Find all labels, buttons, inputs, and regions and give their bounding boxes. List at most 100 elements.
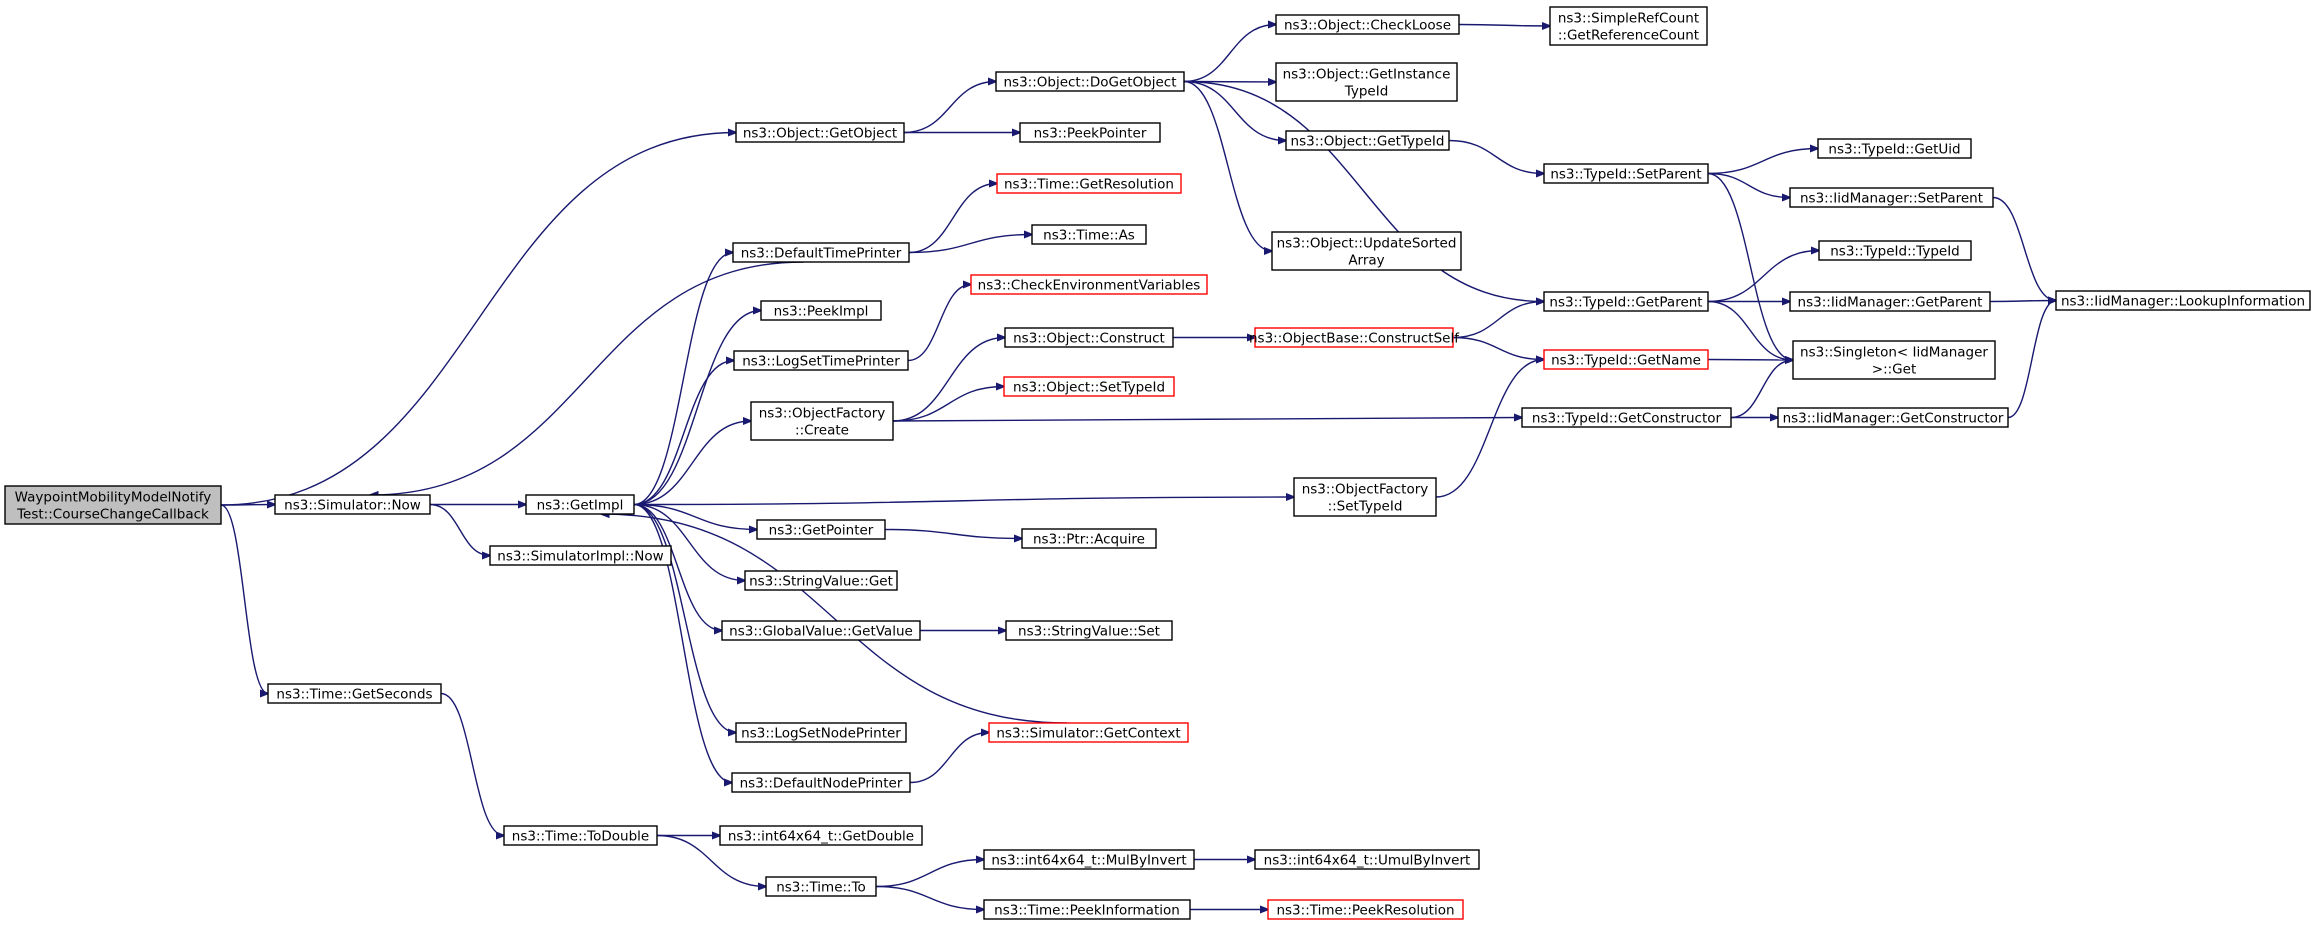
node-iid-getconstructor[interactable]: ns3::IidManager::GetConstructor — [1777, 407, 2009, 428]
node-box — [1818, 240, 1972, 261]
edge-dogetobject-to-obj-gettypeid — [1183, 80, 1286, 141]
edge-typeid-getparent-to-singleton-get — [1707, 300, 1793, 361]
node-box — [1005, 620, 1173, 641]
node-box — [731, 772, 911, 793]
edge-objfactory-create-to-obj-settypeid — [892, 387, 1004, 422]
node-typeid-typeid[interactable]: ns3::TypeId::TypeId — [1818, 240, 1972, 261]
node-ptr-acquire[interactable]: ns3::Ptr::Acquire — [1021, 528, 1157, 549]
node-simimpl-now[interactable]: ns3::SimulatorImpl::Now — [489, 545, 672, 566]
node-root[interactable]: WaypointMobilityModelNotifyTest::CourseC… — [4, 485, 222, 525]
node-defaultnodeprinter[interactable]: ns3::DefaultNodePrinter — [731, 772, 911, 793]
node-typeid-getconstructor[interactable]: ns3::TypeId::GetConstructor — [1521, 407, 1732, 428]
node-box — [996, 173, 1182, 194]
node-obj-gettypeid[interactable]: ns3::Object::GetTypeId — [1285, 130, 1450, 151]
node-getpointer[interactable]: ns3::GetPointer — [756, 519, 886, 540]
node-sim-getcontext[interactable]: ns3::Simulator::GetContext — [988, 722, 1189, 743]
node-int64-mulbyinvert[interactable]: ns3::int64x64_t::MulByInvert — [983, 849, 1195, 870]
node-int64-getdouble[interactable]: ns3::int64x64_t::GetDouble — [719, 825, 923, 846]
node-box — [1031, 224, 1147, 245]
node-box — [735, 722, 907, 743]
node-stringvalue-get[interactable]: ns3::StringValue::Get — [744, 570, 898, 591]
edge-getimpl-to-stringvalue-get — [633, 503, 745, 581]
node-iid-setparent[interactable]: ns3::IidManager::SetParent — [1789, 187, 1994, 208]
node-logsettimeprinter[interactable]: ns3::LogSetTimePrinter — [733, 350, 909, 371]
edge-getimpl-to-globalvalue-getvalue — [633, 503, 722, 631]
node-label: ns3::GetImpl — [537, 498, 624, 514]
node-box — [1521, 407, 1732, 428]
edge-dogetobject-to-updatesorted — [1183, 80, 1272, 252]
node-getimpl[interactable]: ns3::GetImpl — [525, 494, 635, 515]
node-getobject[interactable]: ns3::Object::GetObject — [735, 122, 905, 143]
node-time-peekinformation[interactable]: ns3::Time::PeekInformation — [983, 899, 1191, 920]
node-typeid-getuid[interactable]: ns3::TypeId::GetUid — [1817, 138, 1972, 159]
node-checkenv[interactable]: ns3::CheckEnvironmentVariables — [970, 274, 1208, 295]
node-obj-settypeid[interactable]: ns3::Object::SetTypeId — [1003, 376, 1175, 397]
edge-getseconds-to-todouble — [440, 692, 504, 836]
edge-objfactory-create-to-obj-construct — [892, 338, 1005, 422]
node-box — [267, 683, 442, 704]
node-box — [732, 242, 910, 263]
edge-defaulttimeprinter-to-sim-now — [370, 261, 804, 495]
node-label: ns3::DefaultNodePrinter — [740, 776, 903, 792]
node-box — [1543, 163, 1709, 184]
node-sim-now[interactable]: ns3::Simulator::Now — [274, 494, 431, 515]
edge-getobject-to-dogetobject — [903, 82, 996, 134]
node-label: ns3::Ptr::Acquire — [1033, 532, 1145, 548]
node-typeid-setparent[interactable]: ns3::TypeId::SetParent — [1543, 163, 1709, 184]
node-label: ns3::TypeId::GetUid — [1828, 142, 1960, 158]
node-globalvalue-getvalue[interactable]: ns3::GlobalValue::GetValue — [721, 620, 921, 641]
edge-getimpl-to-getpointer — [633, 503, 757, 530]
edge-getimpl-to-logsettimeprinter — [633, 361, 734, 506]
node-label: WaypointMobilityModelNotify — [15, 490, 212, 506]
node-label: ns3::Object::SetTypeId — [1013, 380, 1165, 396]
node-box — [988, 722, 1189, 743]
node-label: ns3::PeekImpl — [774, 304, 869, 320]
node-singleton-get[interactable]: ns3::Singleton< IidManager>::Get — [1792, 340, 1996, 380]
node-time-as[interactable]: ns3::Time::As — [1031, 224, 1147, 245]
edge-objbase-constructself-to-typeid-getname — [1452, 336, 1544, 360]
node-objbase-constructself[interactable]: ns3::ObjectBase::ConstructSelf — [1249, 327, 1460, 348]
node-label: ns3::Simulator::Now — [284, 498, 421, 514]
edge-defaulttimeprinter-to-time-as — [908, 235, 1032, 254]
node-label: ns3::Object::DoGetObject — [1003, 75, 1176, 91]
node-dogetobject[interactable]: ns3::Object::DoGetObject — [995, 71, 1185, 92]
node-checkloose[interactable]: ns3::Object::CheckLoose — [1275, 14, 1460, 35]
edge-getimpl-to-defaulttimeprinter — [633, 253, 733, 506]
node-typeid-getparent[interactable]: ns3::TypeId::GetParent — [1543, 291, 1709, 312]
edge-time-to-to-int64-mulbyinvert — [875, 860, 984, 888]
node-stringvalue-set[interactable]: ns3::StringValue::Set — [1005, 620, 1173, 641]
node-label: ns3::int64x64_t::GetDouble — [728, 829, 914, 845]
node-getresolution[interactable]: ns3::Time::GetResolution — [996, 173, 1182, 194]
node-label: ns3::TypeId::GetParent — [1549, 295, 1702, 311]
node-box — [1777, 407, 2009, 428]
node-obj-construct[interactable]: ns3::Object::Construct — [1004, 327, 1174, 348]
node-time-to[interactable]: ns3::Time::To — [765, 876, 877, 897]
node-getseconds[interactable]: ns3::Time::GetSeconds — [267, 683, 442, 704]
node-typeid-getname[interactable]: ns3::TypeId::GetName — [1543, 349, 1709, 370]
node-label: TypeId — [1344, 84, 1389, 100]
node-defaulttimeprinter[interactable]: ns3::DefaultTimePrinter — [732, 242, 910, 263]
node-objfactory-settypeid[interactable]: ns3::ObjectFactory::SetTypeId — [1293, 477, 1437, 517]
node-label: ns3::Time::ToDouble — [512, 829, 649, 845]
node-peekpointer[interactable]: ns3::PeekPointer — [1019, 122, 1161, 143]
node-box — [1254, 327, 1454, 348]
node-objfactory-create[interactable]: ns3::ObjectFactory::Create — [750, 401, 894, 441]
node-box — [525, 494, 635, 515]
node-todouble[interactable]: ns3::Time::ToDouble — [503, 825, 658, 846]
node-label: ns3::SimpleRefCount — [1558, 11, 1699, 27]
node-box — [489, 545, 672, 566]
node-time-peekresolution[interactable]: ns3::Time::PeekResolution — [1267, 899, 1464, 920]
node-peekimpl[interactable]: ns3::PeekImpl — [760, 300, 882, 321]
node-int64-umulbyinvert[interactable]: ns3::int64x64_t::UmulByInvert — [1254, 849, 1480, 870]
node-logsetnodeprinter[interactable]: ns3::LogSetNodePrinter — [735, 722, 907, 743]
node-box — [274, 494, 431, 515]
node-box — [735, 122, 905, 143]
node-iid-getparent[interactable]: ns3::IidManager::GetParent — [1789, 291, 1991, 312]
node-iid-lookupinfo[interactable]: ns3::IidManager::LookupInformation — [2055, 290, 2311, 311]
node-getrefcount[interactable]: ns3::SimpleRefCount::GetReferenceCount — [1549, 6, 1708, 46]
node-label: ns3::int64x64_t::MulByInvert — [991, 853, 1186, 869]
edge-time-to-to-time-peekinformation — [875, 885, 984, 910]
